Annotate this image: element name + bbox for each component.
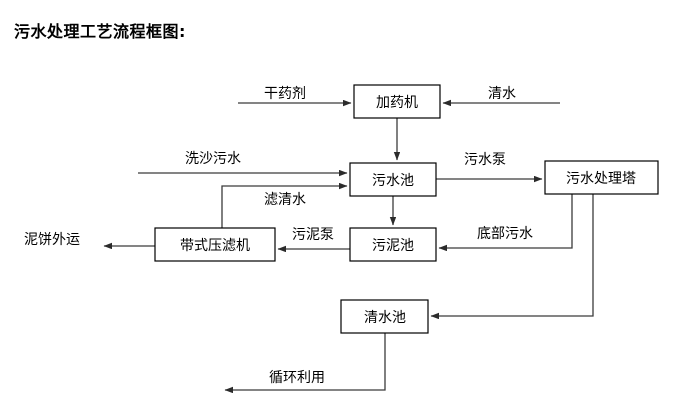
edge-label-dry-chemical: 干药剂 bbox=[264, 86, 306, 102]
node-belt-filter-press[interactable]: 带式压滤机 bbox=[154, 227, 276, 262]
edge-label-wastewater-pump: 污水泵 bbox=[464, 152, 506, 168]
page-title: 污水处理工艺流程框图: bbox=[14, 22, 186, 41]
node-clean-water-pool[interactable]: 清水池 bbox=[340, 299, 429, 334]
connector-clean-water-pool-to-recycle bbox=[224, 333, 386, 394]
edge-label-recycle-reuse: 循环利用 bbox=[269, 370, 325, 386]
node-label-belt-filter-press: 带式压滤机 bbox=[180, 238, 250, 254]
node-box-dosing-machine bbox=[353, 84, 441, 119]
node-label-wastewater-pool: 污水池 bbox=[372, 173, 414, 189]
connector-tower-to-sludge-pool bbox=[438, 194, 573, 252]
connector-filtered-water-to-wastewater-pool bbox=[221, 182, 348, 228]
node-box-sludge-pool bbox=[349, 227, 437, 262]
node-box-belt-filter-press bbox=[154, 227, 276, 262]
node-label-treatment-tower: 污水处理塔 bbox=[566, 171, 636, 187]
node-wastewater-pool[interactable]: 污水池 bbox=[349, 162, 437, 197]
edge-label-sludge-pump: 污泥泵 bbox=[292, 227, 334, 243]
node-box-treatment-tower bbox=[544, 160, 659, 195]
edge-label-filtered-clean-water: 滤清水 bbox=[264, 192, 306, 208]
connector-tower-to-clean-water-pool bbox=[430, 194, 594, 320]
node-treatment-tower[interactable]: 污水处理塔 bbox=[544, 160, 659, 195]
edge-label-bottom-wastewater: 底部污水 bbox=[477, 226, 533, 242]
node-dosing-machine[interactable]: 加药机 bbox=[353, 84, 441, 119]
edge-label-clean-water-in: 清水 bbox=[488, 86, 516, 102]
node-label-sludge-pool: 污泥池 bbox=[372, 238, 414, 254]
node-box-wastewater-pool bbox=[349, 162, 437, 197]
edge-label-mud-cake-out: 泥饼外运 bbox=[24, 232, 80, 248]
node-label-dosing-machine: 加药机 bbox=[376, 95, 418, 111]
node-sludge-pool[interactable]: 污泥池 bbox=[349, 227, 437, 262]
node-box-clean-water-pool bbox=[340, 299, 429, 334]
edge-label-sand-wash-wastewater: 洗沙污水 bbox=[185, 151, 241, 167]
node-label-clean-water-pool: 清水池 bbox=[364, 310, 406, 326]
